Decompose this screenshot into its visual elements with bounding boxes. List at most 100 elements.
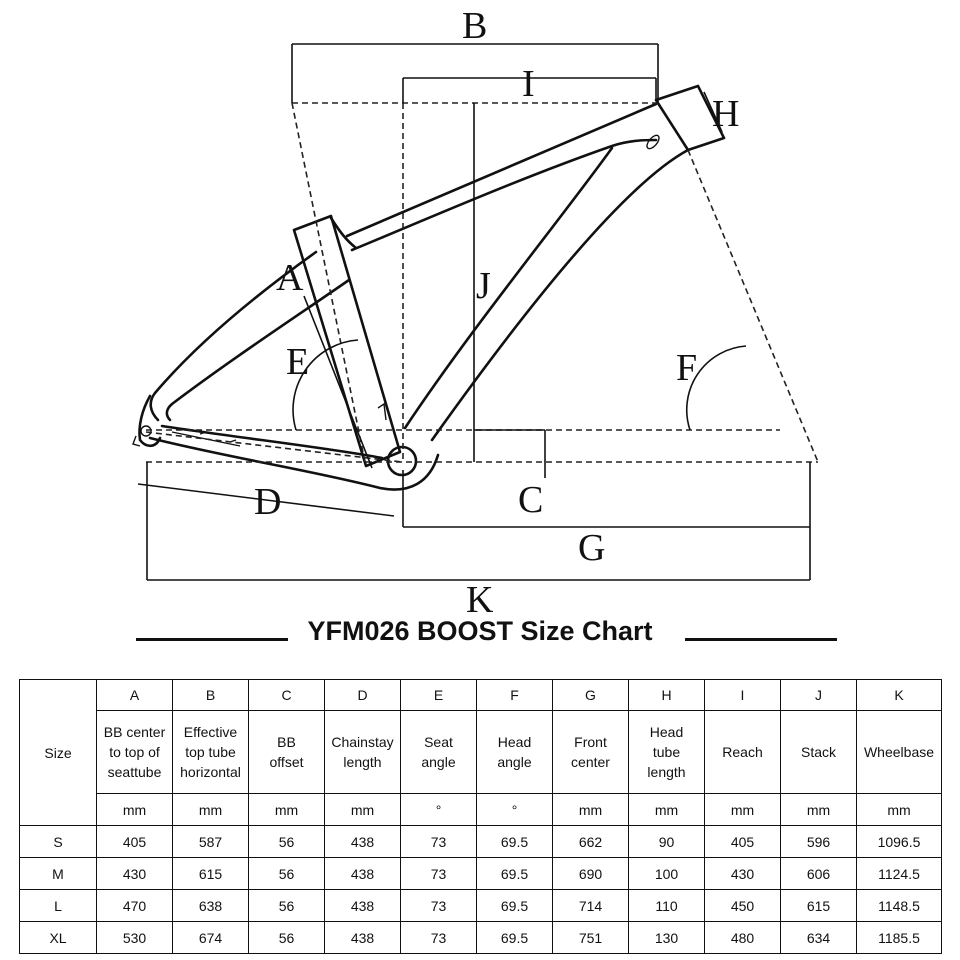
- dim-label-d: D: [254, 481, 281, 523]
- table-cell-i: 450: [704, 889, 781, 922]
- dim-d-line: [137, 483, 395, 517]
- table-cell-f: 69.5: [476, 921, 553, 954]
- table-cell-h: 90: [628, 825, 705, 858]
- dim-label-h: H: [712, 93, 739, 135]
- table-cell-g: 751: [552, 921, 629, 954]
- size-cell: S: [19, 825, 97, 858]
- table-cell-d: 438: [324, 889, 401, 922]
- table-cell-c: 56: [248, 889, 325, 922]
- description-line: offset: [269, 754, 304, 770]
- description-line: angle: [497, 754, 532, 770]
- description-line: BB center: [103, 724, 166, 740]
- column-unit-g: mm: [552, 793, 629, 826]
- description-line: tube: [652, 744, 681, 760]
- table-cell-j: 596: [780, 825, 857, 858]
- description-line: horizontal: [180, 764, 241, 780]
- column-unit-f: °: [476, 793, 553, 826]
- column-letter-e: E: [400, 679, 477, 711]
- dim-h-line: [703, 91, 723, 133]
- title-rule-left: [136, 638, 288, 641]
- description-line: seattube: [107, 764, 162, 780]
- table-cell-f: 69.5: [476, 857, 553, 890]
- table-cell-i: 430: [704, 857, 781, 890]
- description-line: BB: [277, 734, 296, 750]
- column-letter-f: F: [476, 679, 553, 711]
- column-unit-a: mm: [96, 793, 173, 826]
- rear-dropout: [138, 394, 162, 448]
- table-cell-g: 714: [552, 889, 629, 922]
- table-cell-d: 438: [324, 857, 401, 890]
- table-cell-c: 56: [248, 857, 325, 890]
- column-letter-g: G: [552, 679, 629, 711]
- dim-label-a: A: [276, 257, 304, 299]
- derailleur-hanger: [132, 435, 141, 447]
- description-line: length: [343, 754, 382, 770]
- dashed-geometry-lines: [145, 102, 819, 463]
- table-cell-k: 1096.5: [856, 825, 942, 858]
- column-unit-b: mm: [172, 793, 249, 826]
- dim-label-f: F: [676, 347, 697, 389]
- dim-label-e: E: [286, 341, 309, 383]
- dim-label-i: I: [522, 63, 535, 105]
- table-cell-c: 56: [248, 921, 325, 954]
- size-chart-title: YFM026 BOOST Size Chart: [307, 616, 653, 646]
- rear-axle: [140, 425, 152, 437]
- dim-label-g: G: [578, 527, 605, 569]
- head-angle-arc: [685, 345, 747, 431]
- seattube-bracket: [377, 402, 387, 421]
- column-letter-b: B: [172, 679, 249, 711]
- dimension-lines: [137, 43, 811, 581]
- table-cell-h: 100: [628, 857, 705, 890]
- seat-top-junction: [329, 216, 358, 250]
- column-unit-d: mm: [324, 793, 401, 826]
- table-cell-e: 73: [400, 889, 477, 922]
- table-cell-j: 606: [780, 857, 857, 890]
- dim-a-line: [303, 295, 373, 469]
- table-cell-i: 405: [704, 825, 781, 858]
- table-cell-k: 1124.5: [856, 857, 942, 890]
- column-description-j: Stack: [780, 710, 857, 794]
- description-line: to top of: [109, 744, 160, 760]
- description-line: Head: [497, 734, 532, 750]
- title-rule-right: [685, 638, 837, 641]
- column-unit-j: mm: [780, 793, 857, 826]
- dim-label-b: B: [462, 5, 487, 47]
- table-cell-d: 438: [324, 921, 401, 954]
- table-cell-f: 69.5: [476, 889, 553, 922]
- down-tube: [430, 148, 690, 442]
- bottom-bracket: [386, 445, 418, 477]
- column-letter-k: K: [856, 679, 942, 711]
- seat-stay: [149, 250, 318, 422]
- size-cell: XL: [19, 921, 97, 954]
- top-tube: [345, 102, 658, 238]
- column-letter-c: C: [248, 679, 325, 711]
- table-cell-e: 73: [400, 857, 477, 890]
- description-line: center: [571, 754, 610, 770]
- column-unit-i: mm: [704, 793, 781, 826]
- table-cell-b: 674: [172, 921, 249, 954]
- column-description-f: Head angle: [476, 710, 553, 794]
- table-cell-b: 615: [172, 857, 249, 890]
- table-cell-a: 470: [96, 889, 173, 922]
- dim-label-k: K: [466, 579, 494, 620]
- column-letter-h: H: [628, 679, 705, 711]
- column-letter-j: J: [780, 679, 857, 711]
- table-cell-i: 480: [704, 921, 781, 954]
- table-cell-a: 405: [96, 825, 173, 858]
- table-cell-j: 615: [780, 889, 857, 922]
- description-line: length: [647, 764, 686, 780]
- column-unit-h: mm: [628, 793, 705, 826]
- table-cell-k: 1148.5: [856, 889, 942, 922]
- table-cell-h: 110: [628, 889, 705, 922]
